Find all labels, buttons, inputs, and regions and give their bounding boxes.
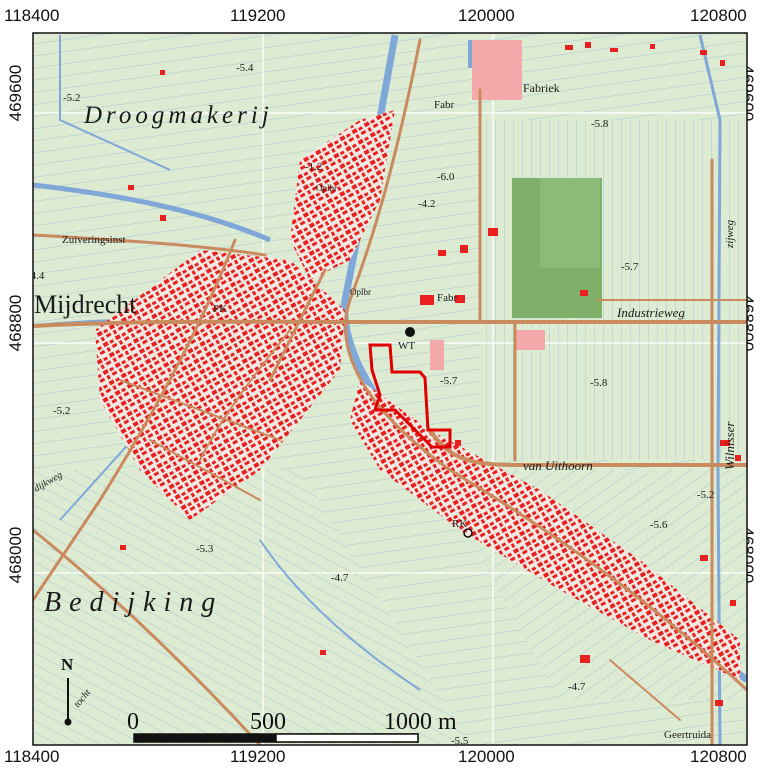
label-oplbr-center: Oplbr [350, 287, 371, 297]
scale-bar-light-segment [275, 733, 419, 743]
north-arrow-label: N [61, 655, 74, 674]
elevation-label: -5.2 [53, 405, 70, 417]
scattered-buildings [120, 42, 741, 706]
label-rk: RK [452, 518, 467, 530]
elevation-label: -5.2 [697, 489, 714, 501]
water-tower-symbol [405, 327, 415, 337]
elevation-label: -5.7 [621, 261, 639, 273]
elevation-label: -5.4 [236, 62, 254, 74]
elevation-label: -4.4 [27, 270, 45, 282]
elevation-label: -4.7 [568, 681, 586, 693]
elevation-label: -5.2 [63, 92, 80, 104]
elevation-label: -5.5 [451, 735, 469, 747]
elevation-label: -1.2 [305, 161, 322, 173]
elevation-label: -5.8 [591, 118, 609, 130]
grid-label-x-120800-top: 120800 [690, 6, 747, 25]
label-droogmakerij: Droogmakerij [83, 102, 273, 129]
scale-bar: 0 500 1000 m [127, 709, 457, 743]
roads [33, 38, 747, 745]
scale-bar-label-500: 500 [250, 709, 286, 735]
label-bedijking: Bedijking [44, 587, 223, 618]
town-residential-area [95, 250, 345, 520]
elevation-label: -5.6 [650, 519, 668, 531]
scale-bar-label-1000: 1000 m [384, 709, 457, 735]
label-fabr-north: Fabr [434, 99, 455, 111]
polder-southwest [33, 470, 471, 745]
label-mijdrecht: Mijdrecht [34, 290, 137, 319]
grid-label-x-120000-bottom: 120000 [458, 747, 515, 766]
label-wilnisser: Wilnisser [722, 421, 737, 470]
grid-label-x-118400-top: 118400 [4, 6, 60, 25]
label-fabr-center: Fabr [437, 292, 458, 304]
elevation-label: -4.2 [418, 198, 435, 210]
elevation-label: -5.7 [440, 375, 458, 387]
elevation-labels: -5.4 -5.2 -1.2 -6.0 -4.2 -4.4 -5.7 -5.7 … [27, 62, 714, 747]
town-north-area [290, 110, 395, 280]
label-zuiveringsinst: Zuiveringsinst [62, 234, 126, 246]
study-area-outline [368, 343, 452, 449]
label-van-uithoorn: van Uithoorn [523, 458, 593, 473]
north-arrow-dot-icon [64, 718, 72, 726]
elevation-label: -5.3 [196, 543, 214, 555]
grid-label-x-119200-top: 119200 [230, 6, 286, 25]
church-symbol [463, 528, 473, 538]
elevation-label: -6.0 [437, 171, 455, 183]
grid-label-x-118400-bottom: 118400 [4, 747, 60, 766]
label-wt: WT [398, 340, 415, 352]
map-neatline [32, 32, 748, 746]
scale-bar-label-0: 0 [127, 709, 139, 735]
elevation-label: -5.8 [590, 377, 608, 389]
label-geertruida: Geertruida [664, 729, 711, 741]
elevation-label: -4.7 [331, 572, 349, 584]
grid-label-x-120800-bottom: 120800 [690, 747, 747, 766]
label-fabriek: Fabriek [523, 81, 560, 95]
grid-label-x-120000-top: 120000 [458, 6, 515, 25]
label-industrieweg: Industrieweg [616, 305, 685, 320]
label-oplbr-north: Oplbr [316, 183, 337, 193]
north-arrow: N [61, 655, 74, 726]
scale-bar-dark-segment [134, 734, 276, 742]
grid-label-x-119200-bottom: 119200 [230, 747, 286, 766]
label-pk: PK [213, 303, 227, 315]
label-zijweg: zijweg [724, 219, 736, 249]
